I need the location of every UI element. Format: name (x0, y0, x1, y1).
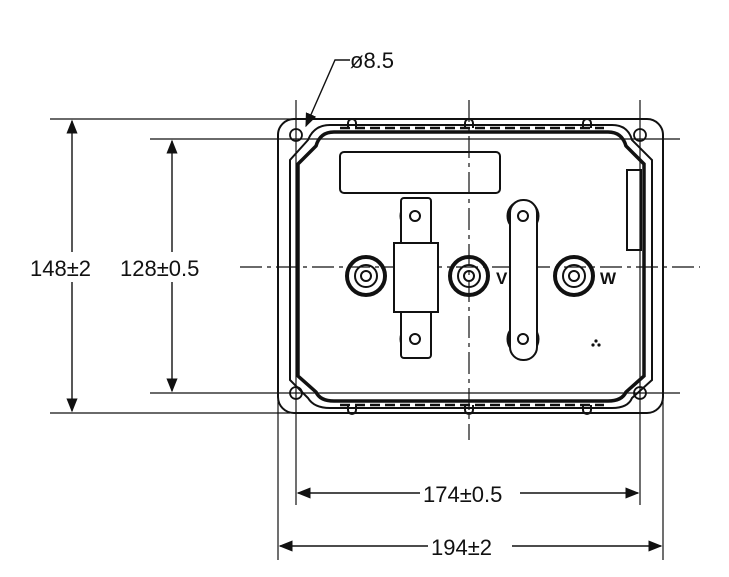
outer-height-dimension: 148±2 (30, 256, 91, 281)
label-area (339, 151, 501, 194)
centerlines (150, 100, 700, 505)
hole-spacing-height-dimension: 128±0.5 (120, 256, 199, 281)
outer-width-dimension: 194±2 (431, 535, 492, 560)
hole-spacing-width-dimension: 174±0.5 (423, 482, 502, 507)
fuse-busbar (393, 197, 439, 359)
link-busbar (506, 199, 540, 361)
housing-outline (289, 118, 653, 415)
hole-diameter-dimension: ø8.5 (350, 48, 394, 73)
terminal-v-label: V (496, 269, 508, 288)
terminal-u (345, 255, 387, 297)
terminal-w-label: W (600, 269, 617, 288)
mounting-holes (289, 128, 647, 400)
small-mark-icon (591, 339, 601, 347)
extension-lines (50, 118, 664, 560)
terminal-v (448, 255, 490, 297)
terminal-w (553, 255, 595, 297)
